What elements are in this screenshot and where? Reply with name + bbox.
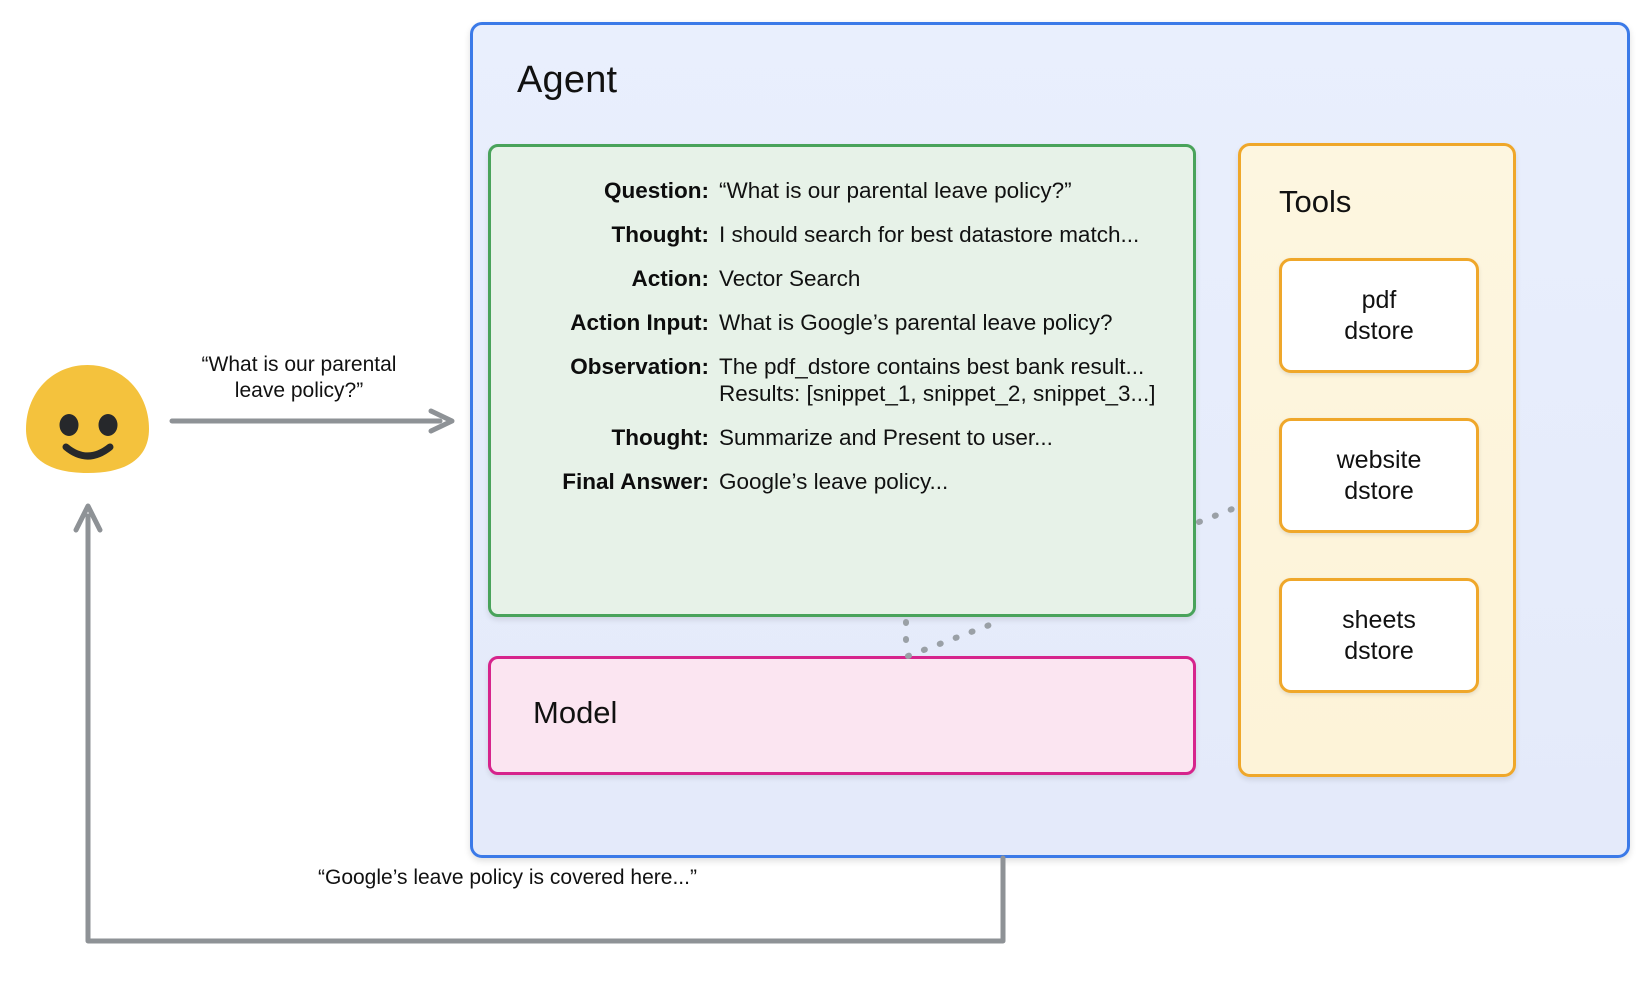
model-panel: Model xyxy=(488,656,1196,775)
reasoning-trace-panel: Question: “What is our parental leave po… xyxy=(488,144,1196,617)
response-label: “Google’s leave policy is covered here..… xyxy=(318,866,697,889)
tool-card-website-dstore[interactable]: website dstore xyxy=(1279,418,1479,533)
trace-row: Action: Vector Search xyxy=(491,265,1193,292)
trace-row: Thought: Summarize and Present to user..… xyxy=(491,424,1193,451)
avatar-right-eye xyxy=(98,414,118,436)
request-label-line2: leave policy?” xyxy=(234,379,364,402)
trace-label-final-answer: Final Answer: xyxy=(562,469,709,494)
trace-value-thought-1: I should search for best datastore match… xyxy=(719,222,1140,247)
trace-label-thought-2: Thought: xyxy=(611,425,709,450)
tool-card-pdf-dstore[interactable]: pdf dstore xyxy=(1279,258,1479,373)
trace-value-thought-2: Summarize and Present to user... xyxy=(719,425,1053,450)
tools-list: pdf dstore website dstore sheets dstore xyxy=(1279,258,1479,738)
trace-row: Action Input: What is Google’s parental … xyxy=(491,309,1193,336)
trace-label-question: Question: xyxy=(604,178,709,203)
trace-value-action-input: What is Google’s parental leave policy? xyxy=(719,310,1113,335)
tool-card-sheets-dstore[interactable]: sheets dstore xyxy=(1279,578,1479,693)
avatar-smile xyxy=(62,443,114,460)
trace-row: Question: “What is our parental leave po… xyxy=(491,177,1193,204)
model-title: Model xyxy=(533,695,618,730)
avatar-left-eye xyxy=(59,414,79,436)
trace-value-observation: The pdf_dstore contains best bank result… xyxy=(709,353,1193,407)
request-label: “What is our parental leave policy?” xyxy=(174,352,424,404)
trace-value-observation-line2: Results: [snippet_1, snippet_2, snippet_… xyxy=(719,381,1156,406)
trace-label-thought-1: Thought: xyxy=(611,222,709,247)
reasoning-trace-list: Question: “What is our parental leave po… xyxy=(491,177,1193,512)
tools-panel: Tools pdf dstore website dstore sheets d… xyxy=(1238,143,1516,777)
trace-row: Observation: The pdf_dstore contains bes… xyxy=(491,353,1193,407)
request-label-line1: “What is our parental xyxy=(201,353,397,376)
trace-value-observation-line1: The pdf_dstore contains best bank result… xyxy=(719,354,1145,379)
trace-label-observation: Observation: xyxy=(570,354,709,379)
trace-value-question: “What is our parental leave policy?” xyxy=(719,178,1072,203)
user-smiley-avatar xyxy=(26,365,149,473)
trace-label-action: Action: xyxy=(631,266,710,291)
trace-label-action-input: Action Input: xyxy=(570,310,709,335)
trace-row: Final Answer: Google’s leave policy... xyxy=(491,468,1193,495)
trace-row: Thought: I should search for best datast… xyxy=(491,221,1193,248)
tools-title: Tools xyxy=(1279,184,1352,219)
agent-title: Agent xyxy=(517,59,618,101)
request-arrow xyxy=(169,408,455,434)
trace-value-action: Vector Search xyxy=(719,266,861,291)
trace-value-final-answer: Google’s leave policy... xyxy=(719,469,949,494)
